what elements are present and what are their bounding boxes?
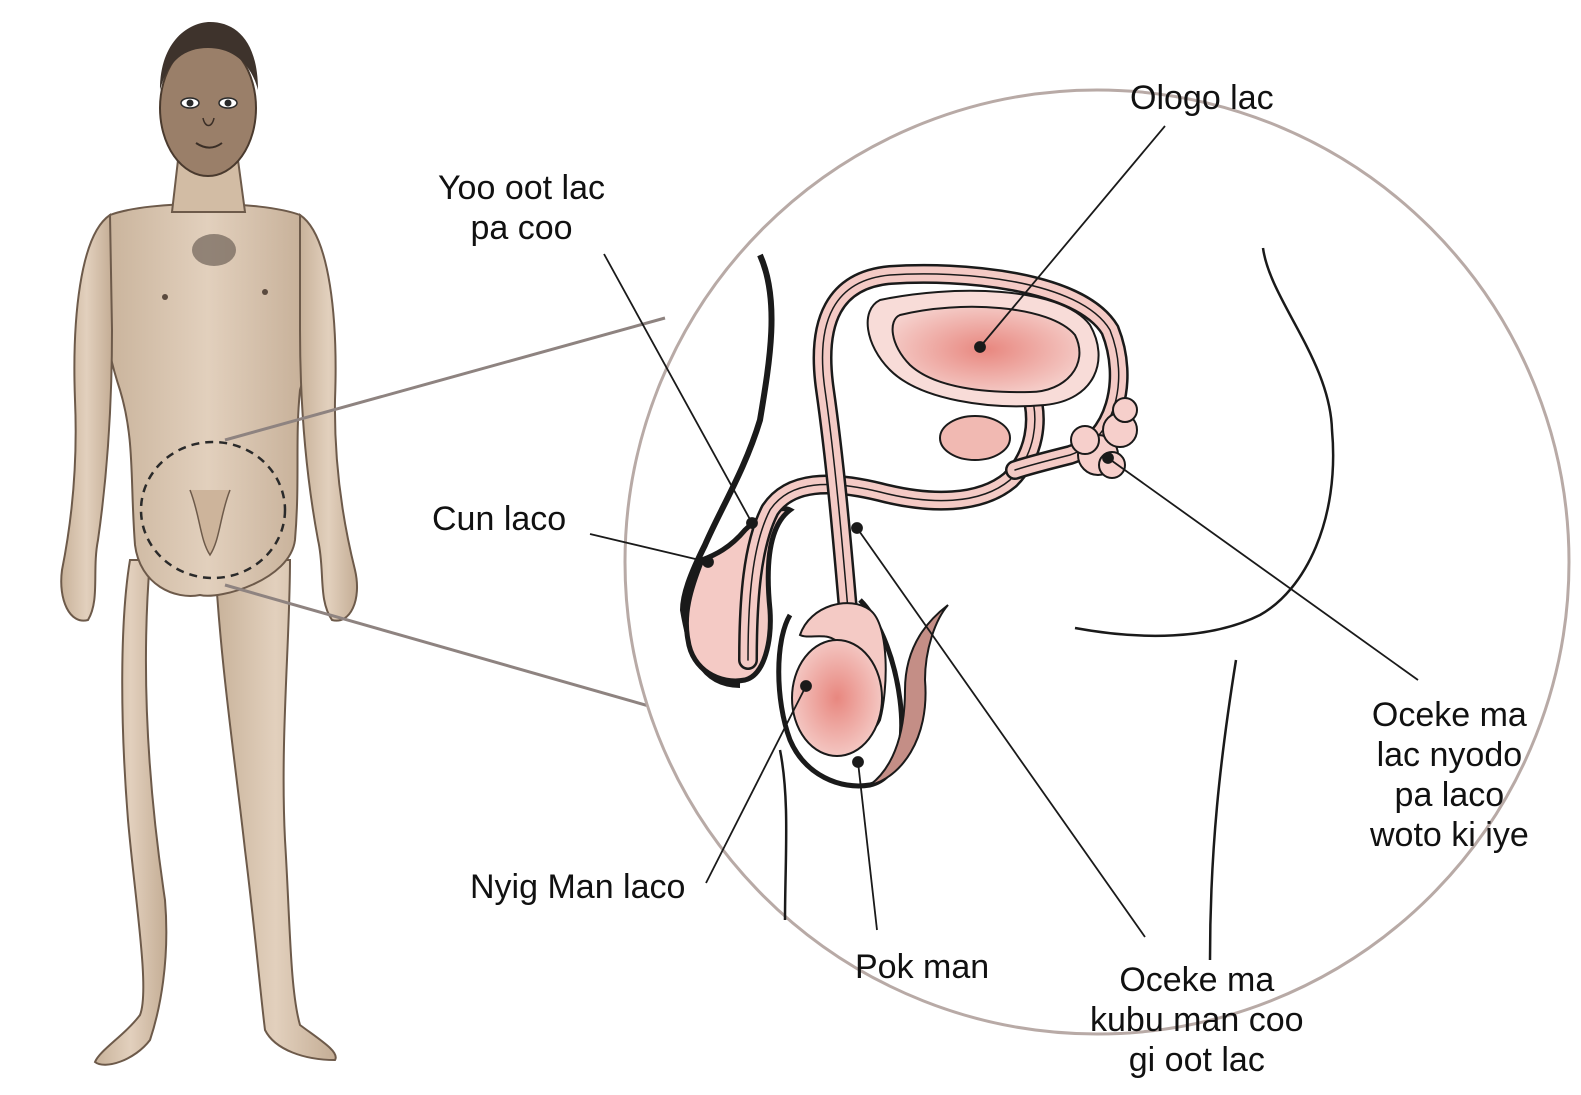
testicle [792, 640, 882, 756]
left-leg [95, 560, 166, 1065]
right-leg [215, 560, 336, 1060]
label-penis: Cun laco [432, 499, 566, 539]
label-scrotum: Pok man [855, 947, 989, 987]
seminal-vesicle [940, 416, 1010, 460]
label-testicle: Nyig Man laco [470, 867, 685, 907]
label-vas-deferens: Oceke ma kubu man coo gi oot lac [1090, 960, 1304, 1080]
zoom-line-bottom [225, 585, 670, 712]
label-bladder: Ologo lac [1130, 78, 1274, 118]
label-urethra: Yoo oot lac pa coo [438, 168, 605, 248]
magnified-view [625, 90, 1569, 1034]
left-arm [61, 215, 112, 621]
label-prostate: Oceke ma lac nyodo pa laco woto ki iye [1370, 695, 1529, 855]
man-figure [61, 22, 357, 1065]
